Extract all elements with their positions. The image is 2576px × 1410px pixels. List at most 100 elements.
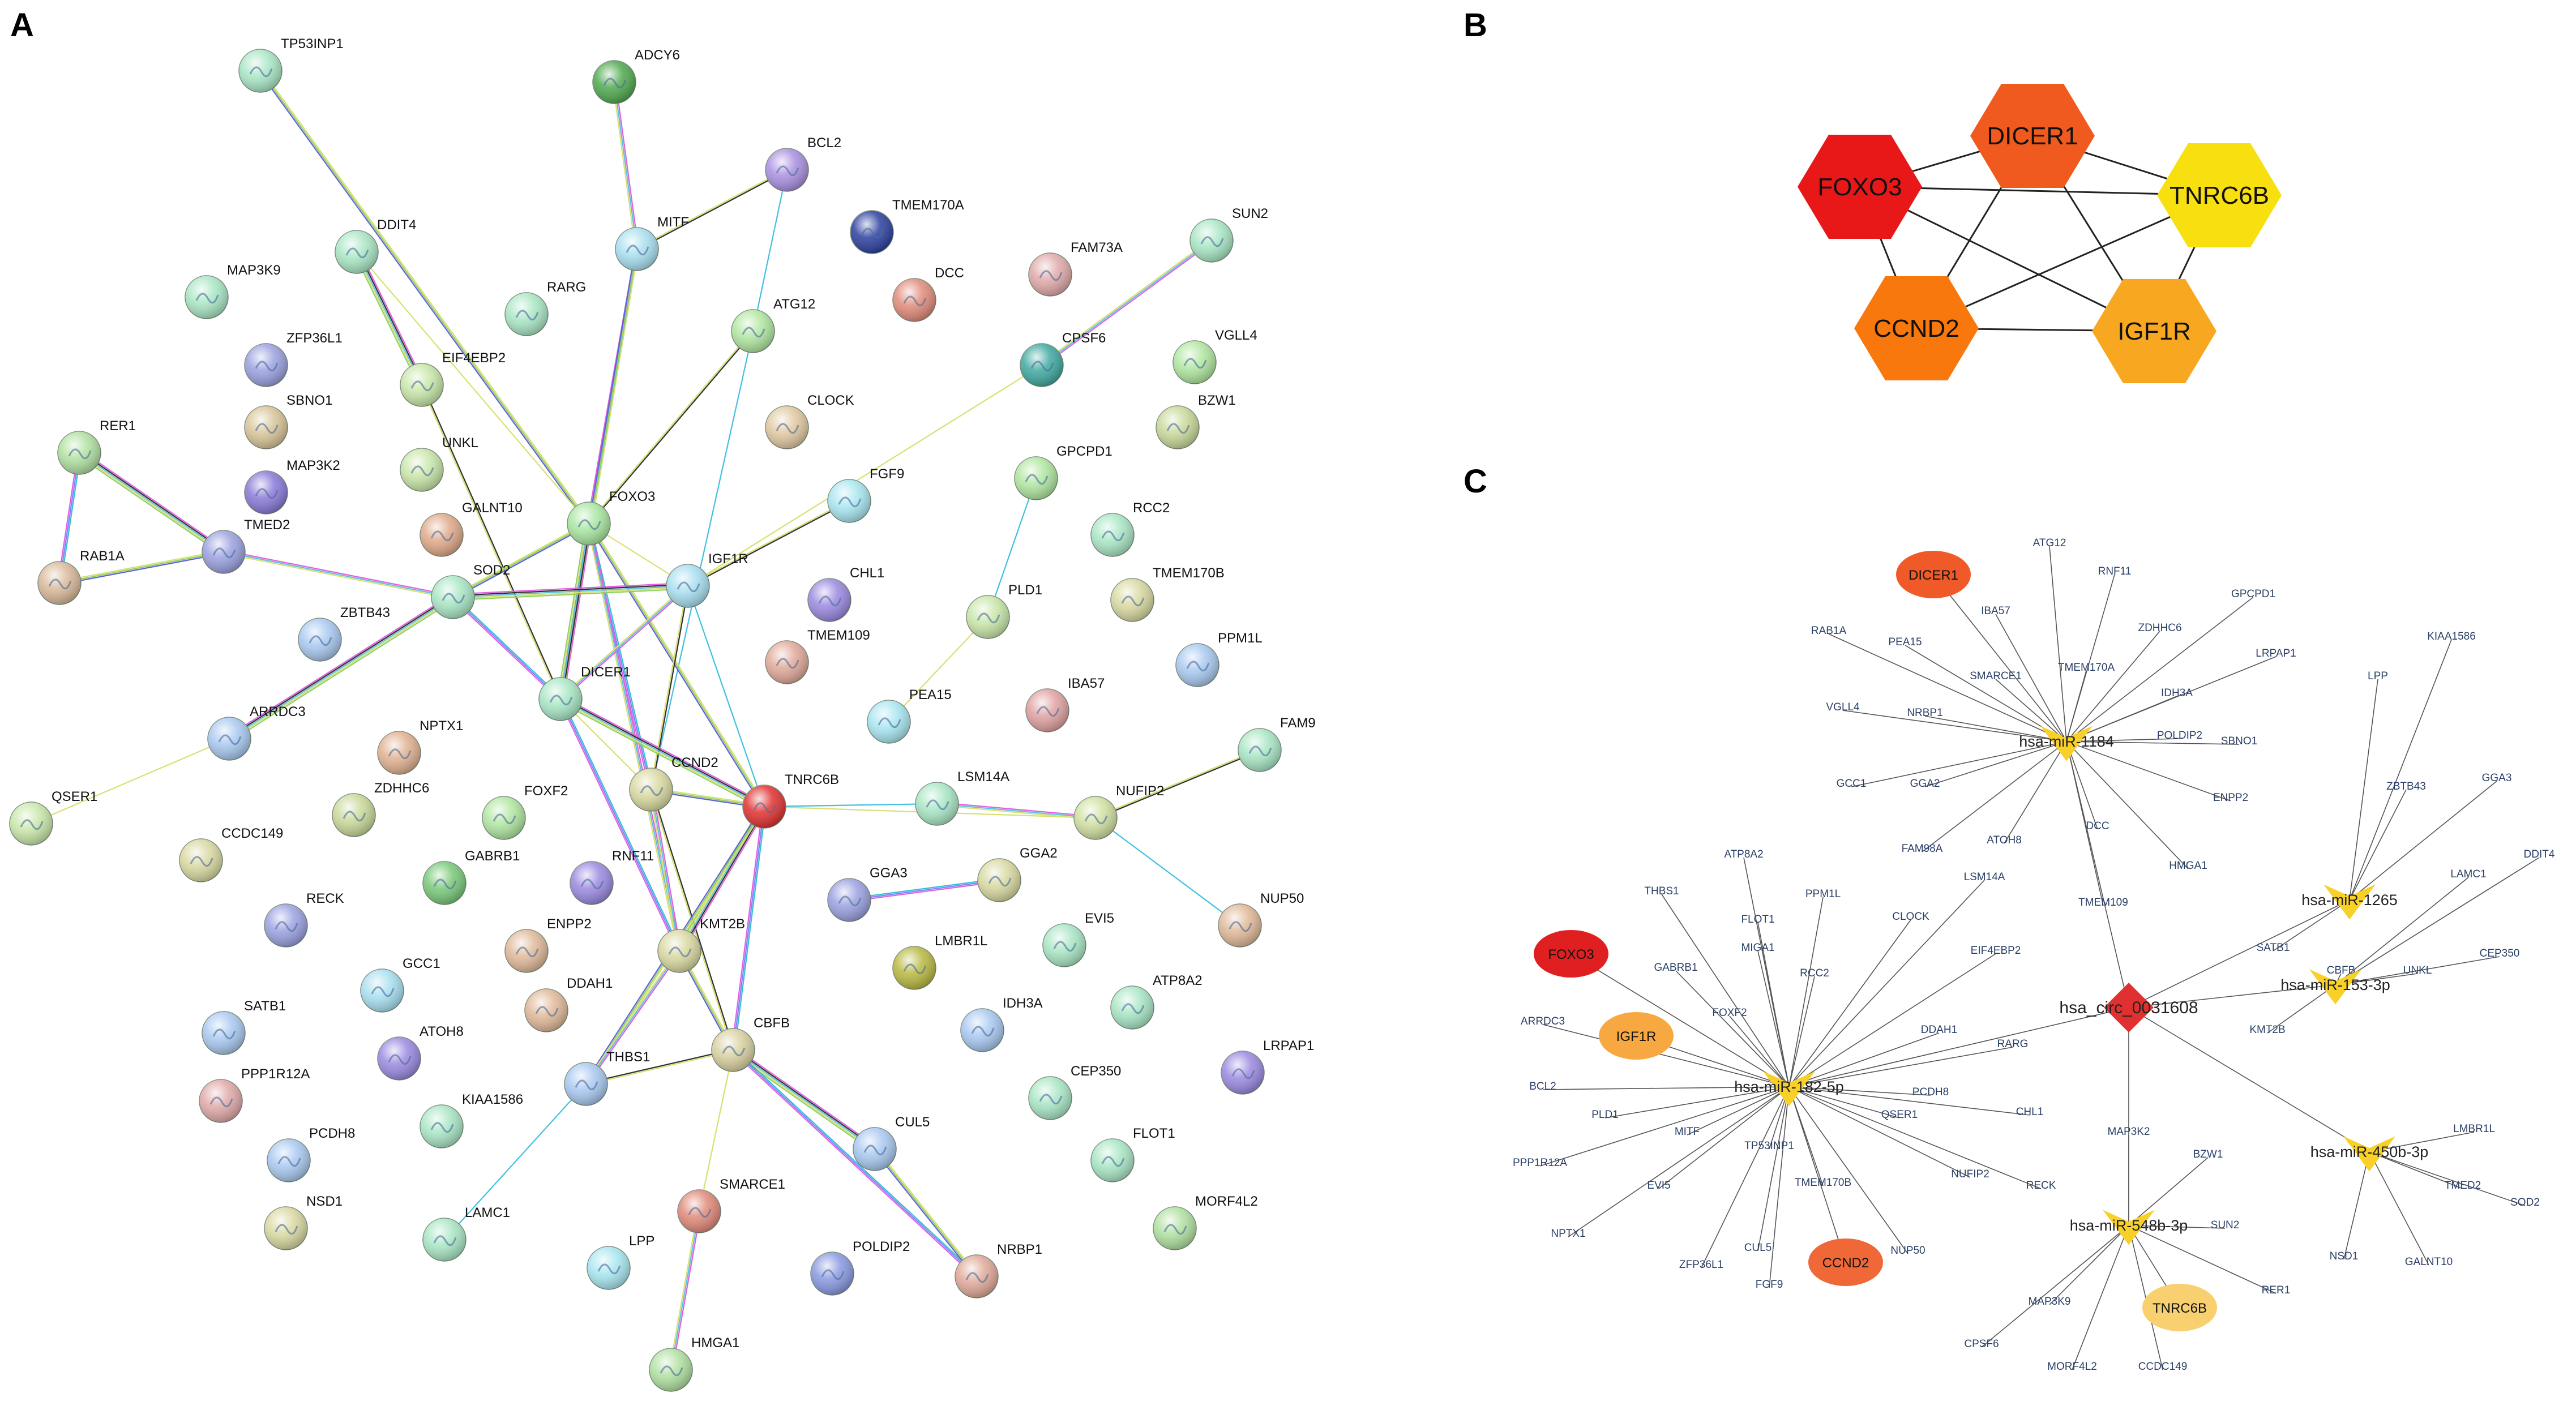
ppi-node-tmed2[interactable]: TMED2 — [202, 517, 290, 574]
cerna-gene-evi5[interactable]: EVI5 — [1647, 1180, 1670, 1192]
cerna-gene-lpp[interactable]: LPP — [2368, 670, 2388, 682]
ppi-node-qser1[interactable]: QSER1 — [9, 789, 97, 846]
cerna-circrna-node[interactable]: hsa_circ_0031608 — [2059, 983, 2198, 1032]
cerna-gene-morf4l2[interactable]: MORF4L2 — [2047, 1361, 2097, 1373]
ppi-node-bzw1[interactable]: BZW1 — [1156, 393, 1236, 449]
cerna-gene-nsd1[interactable]: NSD1 — [2330, 1250, 2359, 1262]
cerna-mirna-hsa-mir-548b-3p[interactable]: hsa-miR-548b-3p — [2070, 1210, 2188, 1245]
ppi-node-clock[interactable]: CLOCK — [765, 393, 854, 449]
cerna-gene-ppp1r12a[interactable]: PPP1R12A — [1513, 1157, 1567, 1169]
cerna-gene-tp53inp1[interactable]: TP53INP1 — [1744, 1140, 1794, 1152]
ppi-node-lrpap1[interactable]: LRPAP1 — [1221, 1038, 1314, 1095]
ppi-node-fam9[interactable]: FAM9 — [1238, 715, 1316, 772]
ppi-node-nsd1[interactable]: NSD1 — [264, 1194, 343, 1250]
hub-node-ccnd2[interactable]: CCND2 — [1854, 276, 1979, 380]
cerna-gene-map3k9[interactable]: MAP3K9 — [2029, 1296, 2071, 1308]
ppi-node-ccnd2[interactable]: CCND2 — [629, 755, 718, 812]
ppi-node-zbtb43[interactable]: ZBTB43 — [298, 605, 390, 662]
ppi-node-dcc[interactable]: DCC — [892, 265, 964, 322]
ppi-node-rer1[interactable]: RER1 — [57, 418, 136, 475]
ppi-node-gabrb1[interactable]: GABRB1 — [422, 848, 520, 905]
ppi-node-ppm1l[interactable]: PPM1L — [1175, 631, 1263, 687]
cerna-gene-pea15[interactable]: PEA15 — [1888, 636, 1922, 648]
ppi-node-ddah1[interactable]: DDAH1 — [524, 976, 613, 1032]
ppi-node-rnf11[interactable]: RNF11 — [570, 848, 654, 905]
cerna-mirna-hsa-mir-1184[interactable]: hsa-miR-1184 — [2019, 726, 2114, 761]
cerna-gene-galnt10[interactable]: GALNT10 — [2405, 1256, 2453, 1268]
cerna-gene-cul5[interactable]: CUL5 — [1744, 1242, 1772, 1254]
cerna-gene-nrbp1[interactable]: NRBP1 — [1907, 707, 1942, 719]
cerna-hub-gene-igf1r[interactable]: IGF1R — [1599, 1012, 1674, 1060]
ppi-node-fgf9[interactable]: FGF9 — [827, 466, 904, 523]
ppi-node-tnrc6b[interactable]: TNRC6B — [742, 772, 839, 829]
cerna-hub-gene-foxo3[interactable]: FOXO3 — [1534, 930, 1608, 978]
ppi-node-enpp2[interactable]: ENPP2 — [504, 916, 592, 973]
ppi-node-pcdh8[interactable]: PCDH8 — [267, 1126, 355, 1182]
cerna-gene-tmem170a[interactable]: TMEM170A — [2058, 662, 2115, 674]
ppi-node-lpp[interactable]: LPP — [587, 1233, 654, 1290]
ppi-node-foxf2[interactable]: FOXF2 — [482, 783, 568, 840]
cerna-mirna-hsa-mir-153-3p[interactable]: hsa-miR-153-3p — [2280, 969, 2390, 1005]
cerna-gene-cbfb[interactable]: CBFB — [2327, 965, 2356, 976]
cerna-gene-kmt2b[interactable]: KMT2B — [2249, 1024, 2285, 1036]
ppi-node-igf1r[interactable]: IGF1R — [666, 551, 748, 608]
cerna-gene-lamc1[interactable]: LAMC1 — [2450, 868, 2486, 880]
ppi-node-thbs1[interactable]: THBS1 — [564, 1049, 650, 1106]
cerna-gene-atoh8[interactable]: ATOH8 — [1987, 834, 2022, 846]
cerna-gene-thbs1[interactable]: THBS1 — [1644, 885, 1679, 897]
ppi-node-eif4ebp2[interactable]: EIF4EBP2 — [400, 350, 506, 407]
cerna-gene-clock[interactable]: CLOCK — [1892, 911, 1929, 923]
cerna-hub-gene-ccnd2[interactable]: CCND2 — [1808, 1238, 1883, 1286]
ppi-node-map3k2[interactable]: MAP3K2 — [244, 458, 340, 515]
ppi-node-zdhhc6[interactable]: ZDHHC6 — [332, 781, 429, 837]
ppi-node-zfp36l1[interactable]: ZFP36L1 — [244, 331, 343, 387]
cerna-gene-dcc[interactable]: DCC — [2086, 820, 2109, 832]
ppi-node-evi5[interactable]: EVI5 — [1042, 911, 1114, 967]
cerna-gene-hmga1[interactable]: HMGA1 — [2169, 860, 2207, 872]
cerna-gene-lsm14a[interactable]: LSM14A — [1964, 871, 2005, 883]
ppi-node-ppp1r12a[interactable]: PPP1R12A — [199, 1066, 310, 1123]
cerna-gene-mitf[interactable]: MITF — [1675, 1126, 1700, 1138]
cerna-gene-pcdh8[interactable]: PCDH8 — [1912, 1086, 1949, 1098]
cerna-gene-iba57[interactable]: IBA57 — [1981, 605, 2010, 617]
ppi-node-hmga1[interactable]: HMGA1 — [649, 1335, 739, 1392]
ppi-node-adcy6[interactable]: ADCY6 — [592, 48, 680, 104]
ppi-node-kiaa1586[interactable]: KIAA1586 — [420, 1092, 523, 1148]
ppi-node-gcc1[interactable]: GCC1 — [360, 956, 440, 1013]
ppi-node-poldip2[interactable]: POLDIP2 — [810, 1239, 910, 1296]
cerna-gene-rer1[interactable]: RER1 — [2262, 1284, 2291, 1296]
ppi-node-map3k9[interactable]: MAP3K9 — [185, 263, 281, 319]
ppi-node-cul5[interactable]: CUL5 — [853, 1115, 930, 1171]
cerna-gene-nufip2[interactable]: NUFIP2 — [1951, 1168, 1989, 1180]
cerna-gene-zbtb43[interactable]: ZBTB43 — [2386, 781, 2426, 792]
ppi-node-gga3[interactable]: GGA3 — [827, 865, 908, 922]
ppi-node-pld1[interactable]: PLD1 — [966, 582, 1042, 639]
ppi-node-tmem109[interactable]: TMEM109 — [765, 628, 870, 684]
cerna-gene-pld1[interactable]: PLD1 — [1591, 1109, 1619, 1121]
cerna-gene-lmbr1l[interactable]: LMBR1L — [2453, 1123, 2495, 1135]
ppi-node-tmem170a[interactable]: TMEM170A — [850, 198, 964, 254]
ppi-node-tmem170b[interactable]: TMEM170B — [1110, 565, 1225, 622]
cerna-gene-qser1[interactable]: QSER1 — [1881, 1109, 1918, 1121]
cerna-mirna-hsa-mir-182-5p[interactable]: hsa-miR-182-5p — [1734, 1071, 1844, 1107]
hub-node-tnrc6b[interactable]: TNRC6B — [2157, 143, 2282, 247]
cerna-gene-satb1[interactable]: SATB1 — [2257, 942, 2290, 954]
cerna-gene-nup50[interactable]: NUP50 — [1890, 1245, 1925, 1257]
cerna-gene-sun2[interactable]: SUN2 — [2211, 1219, 2240, 1231]
ppi-node-galnt10[interactable]: GALNT10 — [420, 500, 523, 557]
ppi-node-iba57[interactable]: IBA57 — [1025, 676, 1105, 732]
ppi-node-fam73a[interactable]: FAM73A — [1028, 240, 1123, 297]
cerna-gene-flot1[interactable]: FLOT1 — [1741, 914, 1774, 925]
cerna-gene-foxf2[interactable]: FOXF2 — [1712, 1007, 1747, 1019]
cerna-gene-gpcpd1[interactable]: GPCPD1 — [2231, 588, 2275, 600]
ppi-node-unkl[interactable]: UNKL — [400, 435, 478, 492]
cerna-gene-bzw1[interactable]: BZW1 — [2193, 1148, 2223, 1160]
cerna-gene-gga2[interactable]: GGA2 — [1910, 778, 1940, 790]
cerna-gene-fam98a[interactable]: FAM98A — [1902, 843, 1943, 855]
ppi-node-nrbp1[interactable]: NRBP1 — [955, 1242, 1042, 1298]
cerna-gene-ppm1l[interactable]: PPM1L — [1805, 888, 1841, 900]
ppi-node-chl1[interactable]: CHL1 — [807, 565, 884, 622]
cerna-gene-cpsf6[interactable]: CPSF6 — [1964, 1338, 1999, 1350]
ppi-node-lamc1[interactable]: LAMC1 — [422, 1205, 510, 1262]
ppi-node-vgll4[interactable]: VGLL4 — [1173, 328, 1257, 384]
